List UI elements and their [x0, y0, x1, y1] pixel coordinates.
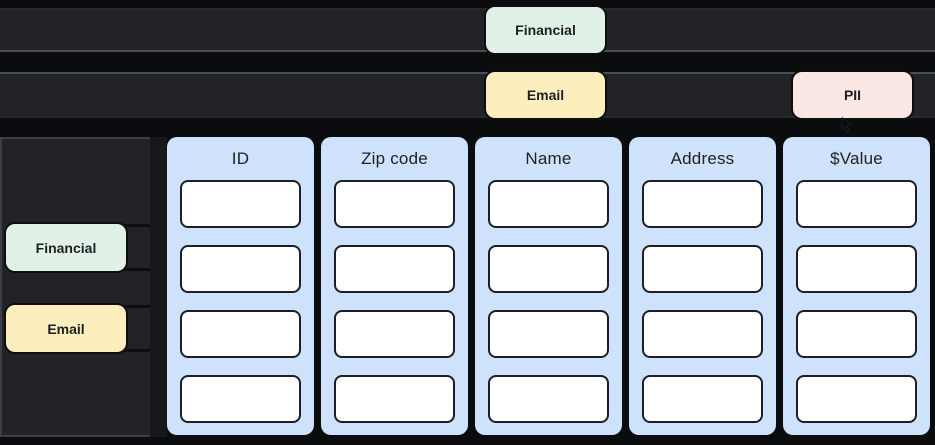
tag-pii-lane[interactable]: PII	[793, 72, 912, 118]
cell-value-4[interactable]	[796, 375, 917, 423]
column-name: Name	[475, 137, 622, 435]
cell-id-4[interactable]	[180, 375, 301, 423]
sidebar-gap	[150, 137, 167, 437]
cell-address-4[interactable]	[642, 375, 763, 423]
row-edge-line	[124, 268, 150, 271]
cell-address-1[interactable]	[642, 180, 763, 228]
cell-name-4[interactable]	[488, 375, 609, 423]
cell-zip-4[interactable]	[334, 375, 455, 423]
tag-email-lane[interactable]: Email	[486, 72, 605, 118]
cell-address-3[interactable]	[642, 310, 763, 358]
cell-value-2[interactable]	[796, 245, 917, 293]
cell-value-1[interactable]	[796, 180, 917, 228]
column-address: Address	[629, 137, 776, 435]
column-header-address: Address	[670, 148, 735, 168]
cell-zip-3[interactable]	[334, 310, 455, 358]
column-header-name: Name	[525, 148, 572, 168]
mouse-cursor-icon	[841, 117, 853, 132]
cell-name-2[interactable]	[488, 245, 609, 293]
cell-id-3[interactable]	[180, 310, 301, 358]
sidebar-panel	[0, 137, 150, 437]
column-id: ID	[167, 137, 314, 435]
cell-id-1[interactable]	[180, 180, 301, 228]
tag-financial-sidebar[interactable]: Financial	[6, 224, 126, 271]
column-header-value: $Value	[830, 148, 883, 168]
cell-value-3[interactable]	[796, 310, 917, 358]
tag-email-sidebar[interactable]: Email	[6, 305, 126, 352]
column-value: $Value	[783, 137, 930, 435]
cell-zip-2[interactable]	[334, 245, 455, 293]
cell-zip-1[interactable]	[334, 180, 455, 228]
cell-id-2[interactable]	[180, 245, 301, 293]
cell-name-1[interactable]	[488, 180, 609, 228]
tag-financial-lane[interactable]: Financial	[486, 7, 605, 53]
row-edge-line	[124, 305, 150, 308]
lane-email-pii	[0, 72, 935, 118]
cell-name-3[interactable]	[488, 310, 609, 358]
column-header-id: ID	[231, 148, 250, 168]
row-edge-line	[124, 349, 150, 352]
column-zip-code: Zip code	[321, 137, 468, 435]
row-edge-line	[124, 224, 150, 227]
lane-financial	[0, 8, 935, 52]
cell-address-2[interactable]	[642, 245, 763, 293]
column-header-zip-code: Zip code	[361, 148, 428, 168]
